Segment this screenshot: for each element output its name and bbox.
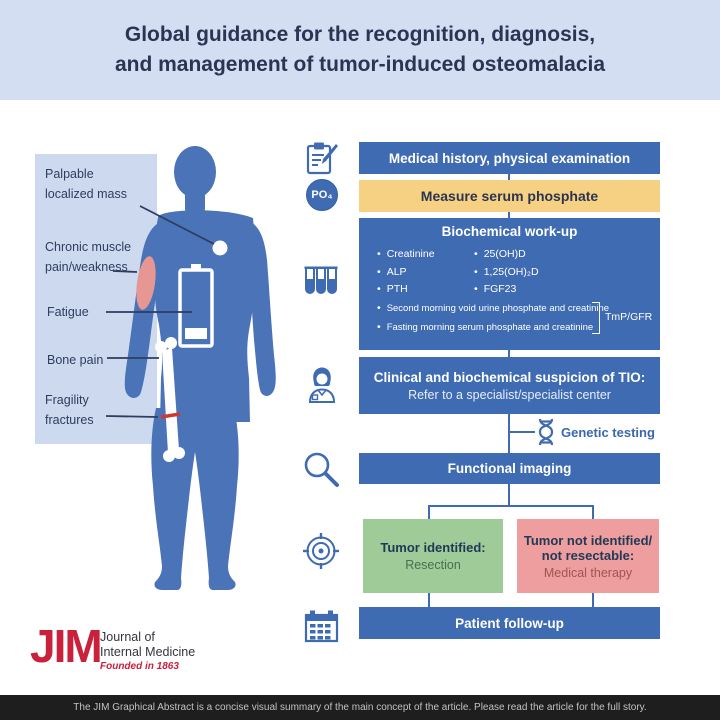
box-biochemical-workup: Biochemical work-up Creatinine ALP PTH 2… <box>359 218 660 350</box>
box-medical-history: Medical history, physical examination <box>359 142 660 174</box>
connector <box>428 593 430 607</box>
tmp-gfr-label: TmP/GFR <box>605 311 653 323</box>
battery-icon <box>178 264 214 348</box>
box-patient-follow-up: Patient follow-up <box>359 607 660 639</box>
calendar-icon <box>304 610 339 643</box>
connector <box>508 414 510 453</box>
bone-icon <box>155 337 185 462</box>
box-functional-imaging: Functional imaging <box>359 453 660 484</box>
clipboard-pencil-icon <box>306 142 338 175</box>
genetic-branch-connector <box>510 431 535 433</box>
po4-phosphate-badge: PO₄ <box>306 179 338 211</box>
connector <box>508 212 510 218</box>
label-lines <box>105 205 215 418</box>
split-connector <box>428 505 594 507</box>
title-banner: Global guidance for the recognition, dia… <box>0 0 720 100</box>
label-chronic-muscle-pain: Chronic muscle pain/weakness <box>45 240 132 274</box>
founded-tagline: Founded in 1863 <box>100 661 179 672</box>
palpable-mass-marker <box>212 240 228 256</box>
patient-silhouette-figure <box>35 146 276 590</box>
connector <box>508 174 510 180</box>
magnifier-icon <box>304 452 339 487</box>
footer-disclaimer: The JIM Graphical Abstract is a concise … <box>0 695 720 720</box>
box-tumor-not-identified: Tumor not identified/ not resectable: Me… <box>517 519 659 593</box>
label-fragility-fractures: Fragility fractures <box>45 393 94 427</box>
connector <box>592 505 594 519</box>
label-fatigue: Fatigue <box>47 305 89 319</box>
biochemical-fasting-item: Fasting morning serum phosphate and crea… <box>377 321 593 333</box>
genetic-testing-label: Genetic testing <box>561 425 655 440</box>
box-measure-phosphate: Measure serum phosphate <box>359 180 660 212</box>
biochemical-list-col1: Creatinine ALP PTH <box>377 246 435 299</box>
dna-icon <box>538 418 554 446</box>
connector <box>508 350 510 357</box>
target-icon <box>303 533 339 569</box>
jim-logo: JIM <box>30 620 103 672</box>
journal-name: Journal of Internal Medicine <box>100 630 196 659</box>
muscle-pain-highlight <box>136 256 156 310</box>
connector <box>592 593 594 607</box>
biochemical-list-col2: 25(OH)D 1,25(OH)₂D FGF23 <box>474 246 539 299</box>
test-tubes-icon <box>304 266 338 294</box>
connector <box>508 484 510 505</box>
doctor-icon <box>308 367 336 403</box>
label-bone-pain: Bone pain <box>47 353 104 367</box>
tmp-gfr-bracket <box>592 302 600 334</box>
page-title-line2: and management of tumor-induced osteomal… <box>114 53 606 76</box>
box-suspicion-tio: Clinical and biochemical suspicion of TI… <box>359 357 660 414</box>
box-tumor-identified: Tumor identified: Resection <box>363 519 503 593</box>
fracture-line <box>160 412 181 419</box>
connector <box>428 505 430 519</box>
label-palpable-mass: Palpable localized mass <box>45 167 127 201</box>
page-title-line1: Global guidance for the recognition, dia… <box>124 23 596 46</box>
biochemical-urine-item: Second morning void urine phosphate and … <box>377 302 609 314</box>
